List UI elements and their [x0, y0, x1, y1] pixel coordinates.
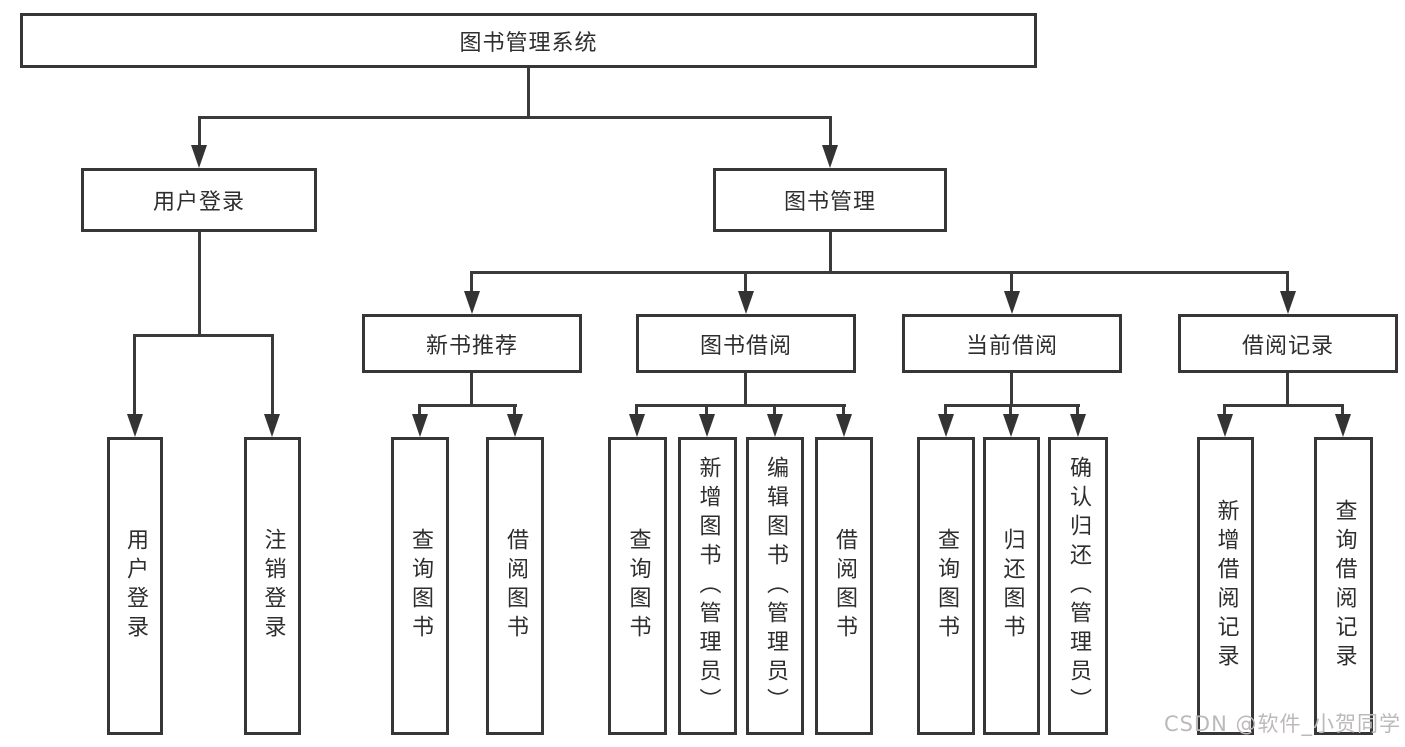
- leaf-borrow-edit-label: 编辑图书（管理员）: [763, 455, 788, 717]
- connector-new-book-trunk: [470, 373, 473, 407]
- leaf-current-query: 查询图书: [917, 437, 975, 735]
- connector-rail-current-borrow: [944, 404, 1080, 407]
- leaf-newbook-query: 查询图书: [391, 437, 449, 735]
- leaf-borrow-book: 借阅图书: [815, 437, 873, 735]
- connector-rail-new-book: [418, 404, 517, 407]
- connector-stem: [842, 405, 845, 416]
- node-current-borrow-label: 当前借阅: [965, 333, 1058, 359]
- node-book-mgmt: 图书管理: [713, 168, 947, 232]
- connector-current-borrow-trunk: [1010, 373, 1013, 407]
- node-user-login: 用户登录: [81, 168, 317, 232]
- leaf-record-add-label: 新增借阅记录: [1213, 499, 1239, 673]
- connector-rail-borrow-record: [1223, 404, 1344, 407]
- leaf-newbook-borrow: 借阅图书: [486, 437, 544, 735]
- leaf-user-login: 用户登录: [107, 437, 163, 735]
- arrowhead-leaf: [507, 414, 523, 437]
- leaf-user-login-label: 用户登录: [123, 528, 148, 644]
- arrowhead-current-borrow: [1004, 291, 1020, 314]
- arrowhead-leaf: [767, 414, 783, 437]
- node-borrow-record: 借阅记录: [1178, 314, 1398, 373]
- arrowhead-leaf: [1003, 414, 1019, 437]
- arrowhead-borrow-record: [1280, 291, 1296, 314]
- node-new-book-label: 新书推荐: [425, 333, 518, 359]
- leaf-current-return-label: 归还图书: [999, 528, 1025, 644]
- connector-drop-current-borrow: [1010, 272, 1013, 292]
- leaf-newbook-borrow-label: 借阅图书: [503, 528, 528, 644]
- leaf-newbook-query-label: 查询图书: [408, 528, 433, 644]
- node-current-borrow: 当前借阅: [902, 314, 1122, 373]
- connector-stem: [635, 405, 638, 416]
- connector-drop-login-leaf1: [133, 335, 136, 415]
- connector-stem: [773, 405, 776, 416]
- arrowhead-new-book: [464, 291, 480, 314]
- arrowhead-book-mgmt: [822, 145, 838, 168]
- arrowhead-login-leaf2: [264, 414, 280, 437]
- arrowhead-leaf: [938, 414, 954, 437]
- leaf-record-query-label: 查询借阅记录: [1331, 499, 1357, 673]
- leaf-borrow-query: 查询图书: [608, 437, 667, 735]
- connector-stem: [513, 405, 516, 416]
- arrowhead-leaf: [1335, 414, 1351, 437]
- arrowhead-book-borrow: [738, 291, 754, 314]
- connector-drop-user-login: [198, 117, 201, 148]
- leaf-borrow-query-label: 查询图书: [625, 528, 651, 644]
- arrowhead-leaf: [699, 414, 715, 437]
- node-user-login-label: 用户登录: [152, 190, 245, 215]
- connector-rail-level3: [470, 271, 1289, 274]
- arrowhead-login-leaf1: [127, 414, 143, 437]
- node-root: 图书管理系统: [20, 13, 1037, 68]
- connector-borrow-record-trunk: [1286, 373, 1289, 407]
- leaf-current-confirm: 确认归还（管理员）: [1048, 437, 1108, 735]
- leaf-logout: 注销登录: [244, 437, 301, 735]
- node-new-book: 新书推荐: [362, 314, 582, 373]
- connector-user-login-trunk: [198, 232, 201, 335]
- leaf-borrow-book-label: 借阅图书: [832, 528, 857, 644]
- leaf-current-query-label: 查询图书: [934, 528, 959, 644]
- leaf-logout-label: 注销登录: [260, 528, 286, 644]
- connector-stem: [705, 405, 708, 416]
- connector-book-mgmt-trunk: [829, 232, 832, 272]
- connector-stem: [1223, 405, 1226, 416]
- connector-drop-borrow-record: [1286, 272, 1289, 292]
- arrowhead-leaf: [629, 414, 645, 437]
- connector-stem: [1076, 405, 1079, 416]
- arrowhead-user-login: [191, 145, 207, 168]
- node-book-borrow-label: 图书借阅: [699, 333, 792, 359]
- arrowhead-leaf: [836, 414, 852, 437]
- connector-book-borrow-trunk: [744, 373, 747, 407]
- connector-drop-new-book: [470, 272, 473, 292]
- node-borrow-record-label: 借阅记录: [1241, 333, 1334, 359]
- arrowhead-leaf: [1070, 414, 1086, 437]
- connector-drop-book-mgmt: [829, 117, 832, 148]
- arrowhead-leaf: [1217, 414, 1233, 437]
- node-book-mgmt-label: 图书管理: [783, 190, 876, 215]
- connector-stem: [944, 405, 947, 416]
- leaf-current-confirm-label: 确认归还（管理员）: [1066, 455, 1091, 717]
- connector-rail-level2: [198, 116, 832, 119]
- leaf-borrow-add: 新增图书（管理员）: [678, 437, 737, 735]
- csdn-watermark: CSDN @软件_小贺同学: [1163, 712, 1401, 736]
- connector-drop-login-leaf2: [271, 335, 274, 415]
- leaf-record-query: 查询借阅记录: [1314, 437, 1373, 735]
- leaf-current-return: 归还图书: [983, 437, 1040, 735]
- connector-stem: [1009, 405, 1012, 416]
- connector-root-trunk: [527, 68, 530, 117]
- connector-stem: [1341, 405, 1344, 416]
- leaf-borrow-add-label: 新增图书（管理员）: [695, 455, 721, 717]
- leaf-borrow-edit: 编辑图书（管理员）: [746, 437, 804, 735]
- connector-stem: [418, 405, 421, 416]
- connector-rail-book-borrow: [635, 404, 846, 407]
- connector-drop-book-borrow: [744, 272, 747, 292]
- node-book-borrow: 图书借阅: [636, 314, 856, 373]
- leaf-record-add: 新增借阅记录: [1197, 437, 1254, 735]
- node-root-label: 图书管理系统: [459, 30, 598, 56]
- arrowhead-leaf: [412, 414, 428, 437]
- connector-rail-user-login: [133, 334, 274, 337]
